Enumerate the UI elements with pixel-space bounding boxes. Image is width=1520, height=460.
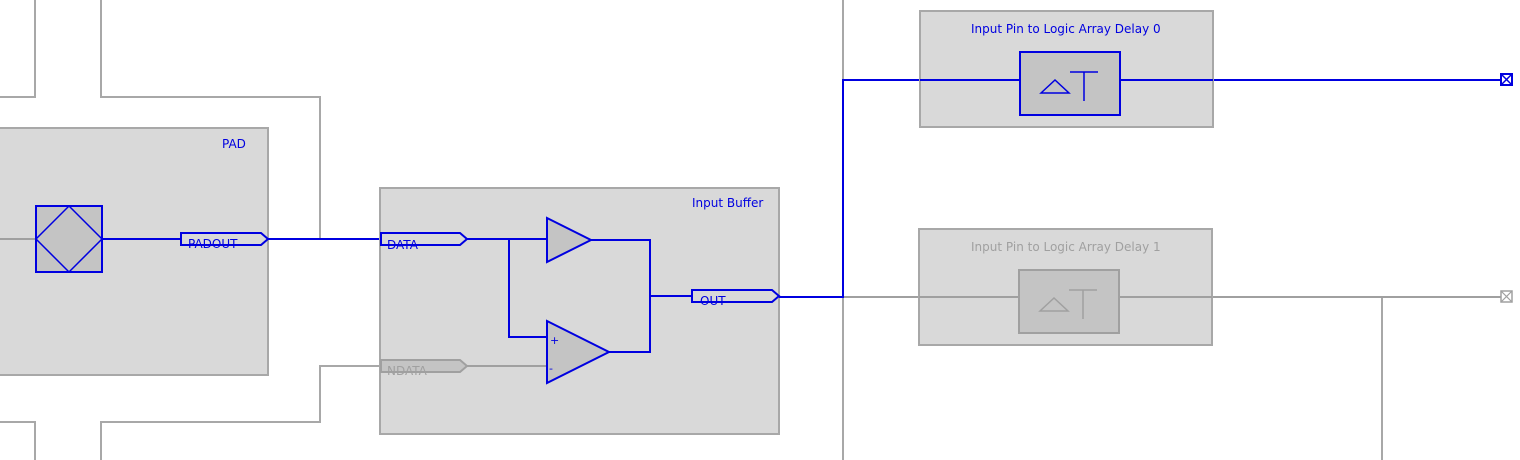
out-port-label: OUT xyxy=(700,294,726,308)
buffer-internal-wires xyxy=(467,238,692,353)
delay-0-block[interactable]: Input Pin to Logic Array Delay 0 xyxy=(919,10,1214,128)
pad-block[interactable]: PAD PADOUT xyxy=(0,127,270,376)
ndata-port-label: NDATA xyxy=(387,364,428,378)
input-buffer-block[interactable]: Input Buffer DATA NDATA + - OUT xyxy=(379,187,781,435)
pad-title: PAD xyxy=(222,137,246,151)
padout-port[interactable]: PADOUT xyxy=(180,232,270,251)
comparator-minus-label: - xyxy=(549,362,553,375)
out-port[interactable]: OUT xyxy=(691,289,781,308)
delay-1-block[interactable]: Input Pin to Logic Array Delay 1 xyxy=(918,228,1213,346)
delay-0-title: Input Pin to Logic Array Delay 0 xyxy=(971,22,1161,36)
delay-1-title: Input Pin to Logic Array Delay 1 xyxy=(971,240,1161,254)
background-routing-lines xyxy=(0,0,1383,460)
padout-port-label: PADOUT xyxy=(188,237,238,251)
comparator-plus-label: + xyxy=(550,334,559,347)
ndata-port[interactable]: NDATA xyxy=(380,359,469,378)
delay-element-icon xyxy=(1018,269,1120,334)
input-buffer-title: Input Buffer xyxy=(692,196,763,210)
boxed-x-terminal-icon[interactable] xyxy=(1500,290,1513,303)
boxed-x-terminal-icon[interactable] xyxy=(1500,73,1513,86)
comparator-icon: + - xyxy=(546,319,612,385)
pad-diamond-icon xyxy=(34,204,104,274)
data-port[interactable]: DATA xyxy=(380,232,469,252)
data-port-label: DATA xyxy=(387,238,419,252)
delay-element-icon xyxy=(1019,51,1121,116)
buffer-triangle-icon xyxy=(546,216,594,264)
